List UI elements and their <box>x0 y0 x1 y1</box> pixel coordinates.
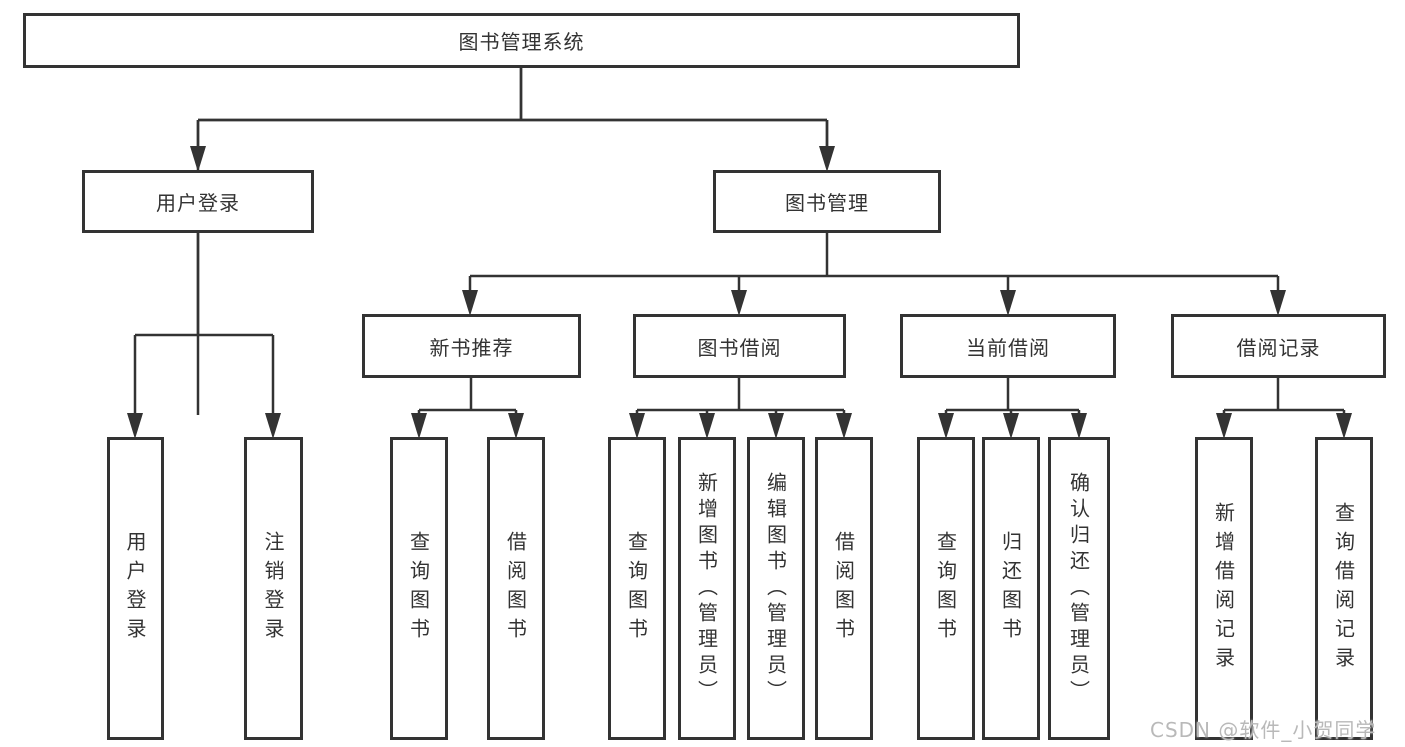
node-book-management: 图书管理 <box>713 170 941 233</box>
arrow-borrow-records <box>1270 290 1286 316</box>
arrow-leaf-g3-2 <box>699 413 715 439</box>
leaf-confirm-return-admin: 确认归还（管理员） <box>1048 437 1110 740</box>
arrow-leaf-g3-4 <box>836 413 852 439</box>
arrow-leaf-g4-1 <box>938 413 954 439</box>
edge-set <box>133 68 1346 415</box>
node-new-book-recommend: 新书推荐 <box>362 314 581 378</box>
leaf-add-books-admin: 新增图书（管理员） <box>678 437 736 740</box>
leaf-edit-books-admin-label: 编辑图书（管理员） <box>763 471 788 706</box>
leaf-query-books-recommend-label: 查询图书 <box>406 530 431 647</box>
node-root-label: 图书管理系统 <box>458 30 585 54</box>
leaf-query-borrow-record: 查询借阅记录 <box>1315 437 1373 740</box>
node-root-library-system: 图书管理系统 <box>23 13 1020 68</box>
leaf-borrow-books-recommend: 借阅图书 <box>487 437 545 740</box>
leaf-add-borrow-record-label: 新增借阅记录 <box>1211 501 1236 676</box>
leaf-logout-label: 注销登录 <box>261 530 285 647</box>
node-book-borrowing-label: 图书借阅 <box>697 335 782 360</box>
leaf-borrow-books-recommend-label: 借阅图书 <box>503 530 528 647</box>
arrow-book-management <box>819 146 835 172</box>
leaf-add-borrow-record: 新增借阅记录 <box>1195 437 1253 740</box>
leaf-borrow-books-borrowing-label: 借阅图书 <box>831 530 856 647</box>
leaf-add-books-admin-label: 新增图书（管理员） <box>694 471 719 706</box>
node-borrowing-records: 借阅记录 <box>1171 314 1386 378</box>
arrow-leaf-g2-2 <box>508 413 524 439</box>
arrow-new-book <box>462 290 478 316</box>
leaf-borrow-books-borrowing: 借阅图书 <box>815 437 873 740</box>
leaf-edit-books-admin: 编辑图书（管理员） <box>747 437 805 740</box>
arrow-book-borrow <box>731 290 747 316</box>
leaf-user-login: 用户登录 <box>107 437 164 740</box>
leaf-query-books-current-label: 查询图书 <box>933 530 958 647</box>
arrow-leaf-g2-1 <box>411 413 427 439</box>
leaf-query-books-borrowing-label: 查询图书 <box>624 530 649 647</box>
arrow-leaf-g5-1 <box>1216 413 1232 439</box>
arrow-leaf-logout <box>265 413 281 439</box>
node-current-borrowing: 当前借阅 <box>900 314 1116 378</box>
leaf-return-books-label: 归还图书 <box>998 530 1023 647</box>
leaf-logout: 注销登录 <box>244 437 303 740</box>
leaf-query-books-current: 查询图书 <box>917 437 975 740</box>
arrow-user-login <box>190 146 206 172</box>
arrow-leaf-login <box>127 413 143 439</box>
node-new-book-recommend-label: 新书推荐 <box>429 335 514 360</box>
arrow-leaf-g4-3 <box>1071 413 1087 439</box>
arrowheads <box>127 146 1352 439</box>
arrow-leaf-g5-2 <box>1336 413 1352 439</box>
node-borrowing-records-label: 借阅记录 <box>1236 335 1321 360</box>
arrow-current-borrow <box>1000 290 1016 316</box>
arrow-leaf-g4-2 <box>1003 413 1019 439</box>
csdn-watermark: CSDN @软件_小贺同学 <box>1150 718 1377 742</box>
arrow-leaf-g3-1 <box>629 413 645 439</box>
node-current-borrowing-label: 当前借阅 <box>966 335 1050 360</box>
leaf-user-login-label: 用户登录 <box>123 530 147 647</box>
leaf-confirm-return-admin-label: 确认归还（管理员） <box>1066 471 1091 706</box>
leaf-query-books-recommend: 查询图书 <box>390 437 448 740</box>
node-user-login-label: 用户登录 <box>156 191 240 215</box>
leaf-query-books-borrowing: 查询图书 <box>608 437 666 740</box>
node-book-management-label: 图书管理 <box>785 191 869 215</box>
arrow-leaf-g3-3 <box>768 413 784 439</box>
leaf-query-borrow-record-label: 查询借阅记录 <box>1331 501 1356 676</box>
node-user-login: 用户登录 <box>82 170 314 233</box>
node-book-borrowing: 图书借阅 <box>633 314 846 378</box>
leaf-return-books: 归还图书 <box>982 437 1040 740</box>
